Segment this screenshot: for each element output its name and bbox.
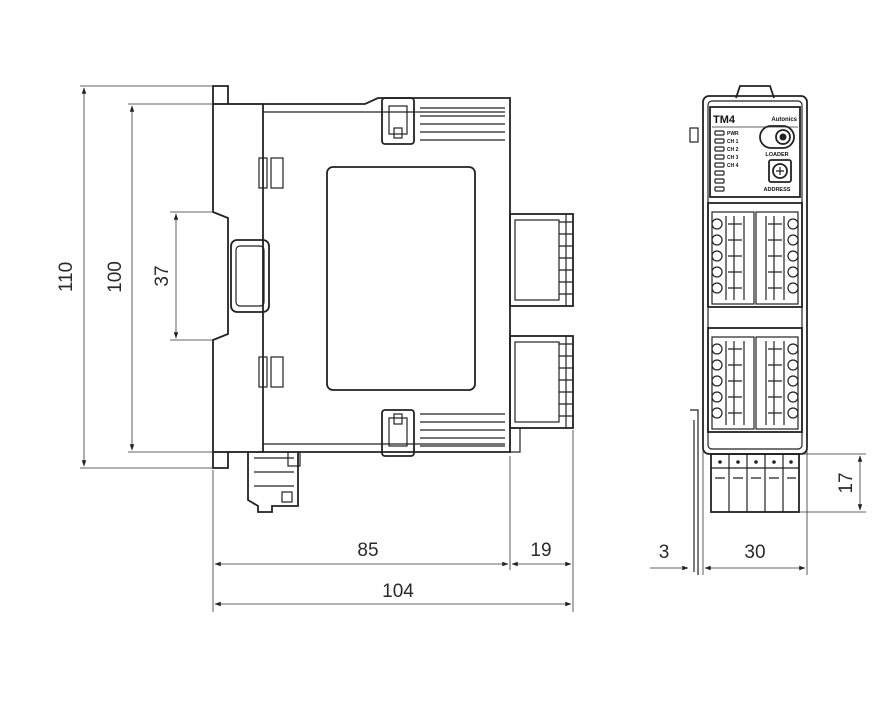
dim-3-label: 3 bbox=[659, 542, 670, 563]
led-ch2-label: CH 2 bbox=[727, 147, 739, 153]
front-power-connector bbox=[710, 453, 800, 513]
dim-30-label: 30 bbox=[744, 542, 765, 563]
dim-19-label: 19 bbox=[530, 540, 551, 561]
top-vents bbox=[420, 107, 505, 141]
led-indicators: PWR CH 1 CH 2 CH 3 CH 4 bbox=[714, 130, 739, 192]
side-connector-lower bbox=[509, 335, 574, 429]
led-pwr-label: PWR bbox=[727, 131, 739, 137]
front-view-dimensions: 17 3 30 bbox=[650, 440, 866, 575]
dim-100-label: 100 bbox=[105, 261, 126, 293]
led-ch3-label: CH 3 bbox=[727, 155, 739, 161]
side-power-connector bbox=[247, 451, 301, 513]
front-view: TM4 Autonics PWR CH 1 CH 2 CH 3 CH 4 LOA… bbox=[689, 85, 808, 575]
led-ch1-label: CH 1 bbox=[727, 139, 739, 145]
terminal-block-lower bbox=[707, 327, 803, 433]
terminal-block-upper bbox=[707, 202, 803, 308]
dim-85-label: 85 bbox=[357, 540, 378, 561]
bottom-vents bbox=[420, 413, 505, 447]
side-view-dimensions: 110 100 37 85 19 104 bbox=[56, 85, 574, 612]
brand-label: Autonics bbox=[771, 117, 797, 123]
dim-110-label: 110 bbox=[56, 262, 77, 292]
model-label: TM4 bbox=[713, 114, 736, 126]
side-view bbox=[212, 85, 574, 513]
dim-37-label: 37 bbox=[152, 265, 173, 286]
dim-104-label: 104 bbox=[382, 581, 414, 602]
dim-17-label: 17 bbox=[836, 472, 857, 493]
led-ch4-label: CH 4 bbox=[727, 163, 739, 169]
address-label: ADDRESS bbox=[764, 187, 791, 193]
side-connector-upper bbox=[509, 213, 574, 307]
loader-label: LOADER bbox=[765, 152, 788, 158]
